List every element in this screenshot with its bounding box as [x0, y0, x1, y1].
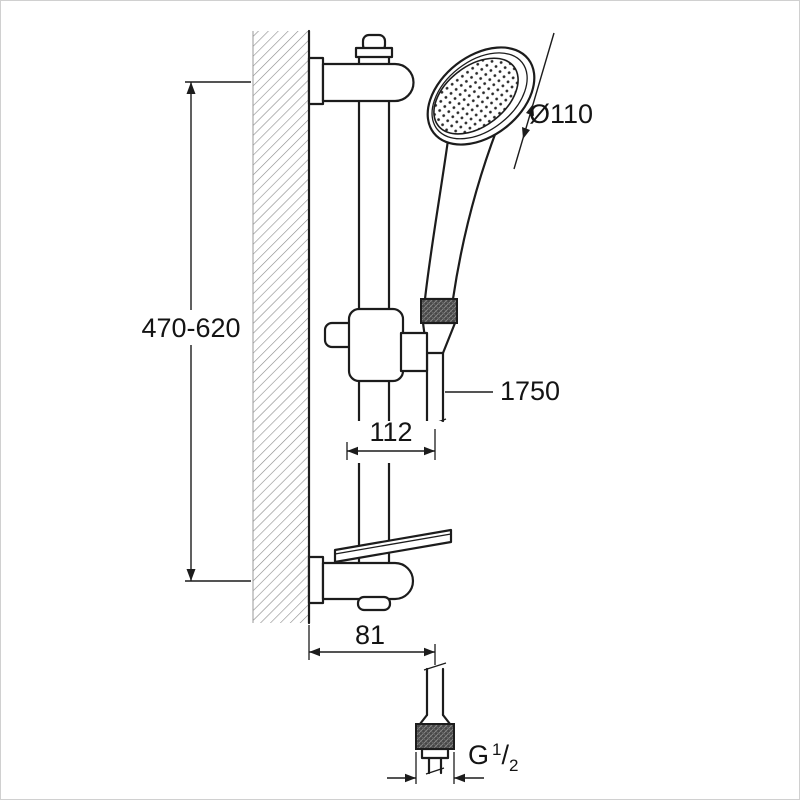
arrow-upright-icon [526, 104, 534, 116]
arrow-right-icon [405, 773, 416, 783]
dim-label-hose-length: 1750 [500, 376, 560, 406]
arrow-right-icon [424, 647, 435, 657]
shower-head-rim [431, 52, 528, 140]
wall-hatch [253, 31, 309, 623]
grip-knurl [420, 298, 458, 324]
holder-body [347, 307, 405, 383]
soap-dish [333, 528, 453, 564]
holder-arm [399, 331, 429, 373]
top-wall-bracket [307, 56, 415, 106]
arrow-right-icon [424, 446, 435, 456]
dim-holder-offset: 112 [346, 417, 441, 463]
dim-label-offset-112: 112 [369, 417, 412, 447]
arrow-up-icon [186, 82, 196, 94]
arrow-downleft-icon [522, 127, 530, 139]
dim-label-bar-height: 470-620 [141, 313, 240, 343]
rail-foot [356, 595, 392, 612]
arrow-left-icon [309, 647, 320, 657]
hose-end-fitting [415, 662, 455, 775]
wall-section [252, 29, 311, 625]
hose-nut [415, 723, 455, 750]
bottom-wall-bracket [307, 555, 415, 612]
shower-head [426, 46, 536, 146]
top-bracket-flange [307, 56, 325, 106]
dim-bar-height: 470-620 [133, 81, 251, 582]
hand-shower [420, 46, 536, 428]
arrow-left-icon [347, 446, 358, 456]
arrow-down-icon [186, 569, 196, 581]
spray-face [433, 57, 519, 135]
arrow-left-icon [454, 773, 465, 783]
slider-holder [323, 307, 429, 383]
hose-break [425, 767, 445, 775]
nut-collar [420, 747, 450, 760]
dim-head-diameter: Ø110 [513, 32, 593, 170]
bottom-bracket-flange [307, 555, 325, 605]
shower-handle [423, 127, 499, 301]
dim-label-head-diameter: Ø110 [529, 99, 593, 129]
bottom-bracket-body [321, 561, 415, 601]
dim-wall-offset: 81 [308, 620, 436, 665]
rail-top-collar [354, 46, 394, 59]
leader-hose-length: 1750 [445, 376, 560, 406]
soap-dish-tray [333, 528, 453, 564]
top-bracket-body [321, 62, 415, 103]
dim-label-offset-81: 81 [355, 620, 385, 650]
